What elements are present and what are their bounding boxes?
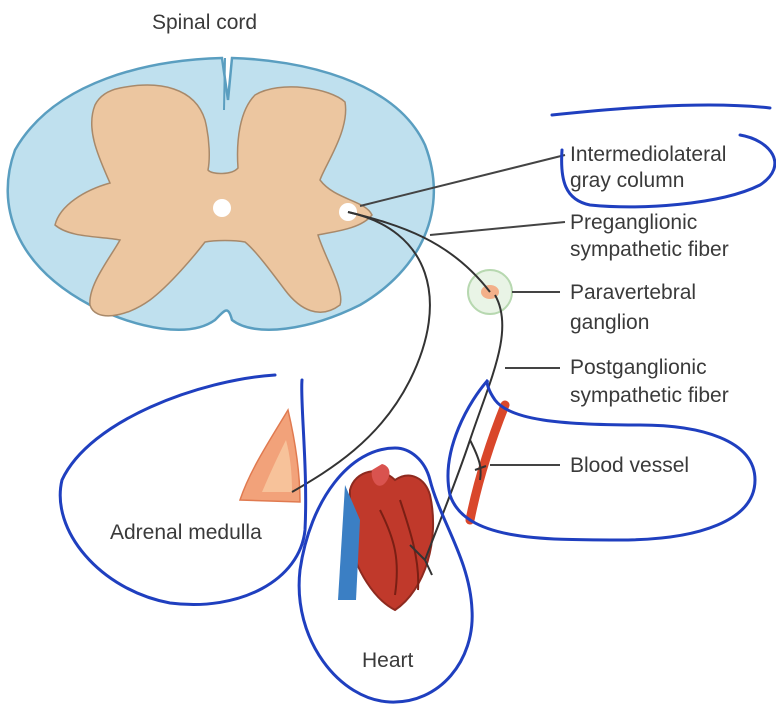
annotation-top-scribble: [552, 105, 770, 115]
label-intermediolateral-2: gray column: [570, 168, 684, 193]
median-fissure: [224, 58, 225, 110]
label-preganglionic-1: Preganglionic: [570, 210, 697, 235]
heart-illustration: [338, 464, 433, 610]
spinal-cord-title: Spinal cord: [152, 10, 257, 35]
label-adrenal-medulla: Adrenal medulla: [110, 520, 262, 545]
label-postganglionic-2: sympathetic fiber: [570, 383, 729, 408]
label-heart: Heart: [362, 648, 413, 673]
label-postganglionic-1: Postganglionic: [570, 355, 707, 380]
label-blood-vessel: Blood vessel: [570, 453, 689, 478]
postganglionic-fiber: [425, 295, 502, 560]
label-paravertebral-2: ganglion: [570, 310, 649, 335]
label-paravertebral-1: Paravertebral: [570, 280, 696, 305]
label-preganglionic-2: sympathetic fiber: [570, 237, 729, 262]
central-canal: [213, 199, 231, 217]
label-intermediolateral-1: Intermediolateral: [570, 142, 726, 167]
leader-preganglionic: [430, 222, 565, 235]
